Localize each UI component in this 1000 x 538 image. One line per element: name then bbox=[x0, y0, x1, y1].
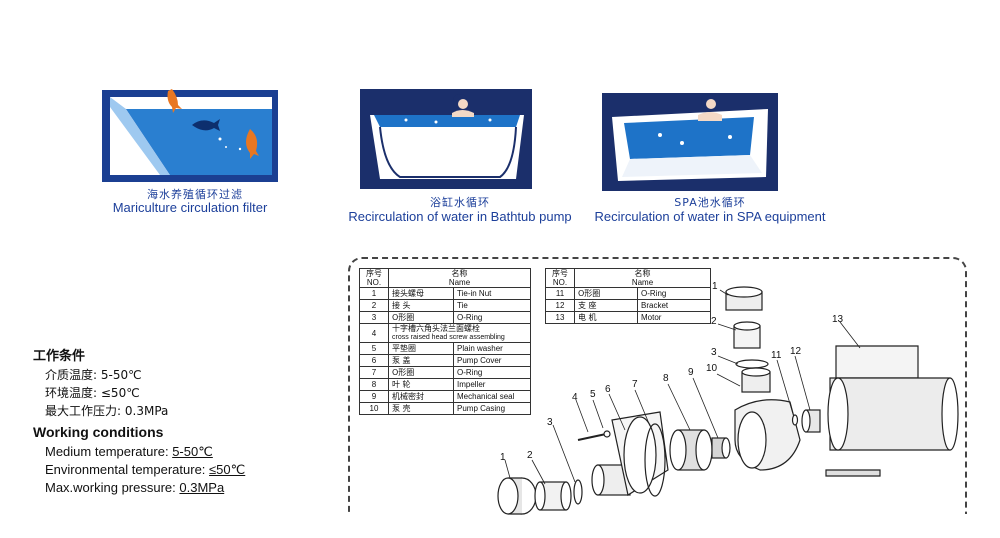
motor-part bbox=[825, 345, 959, 477]
o-ring-part bbox=[573, 479, 583, 505]
condition-label: Max.working pressure: bbox=[45, 480, 176, 495]
working-conditions-cn-title: 工作条件 bbox=[33, 349, 86, 364]
application-en-caption: Mariculture circulation filter bbox=[112, 200, 268, 215]
condition-en-env-temp: Environmental temperature: ≤50℃ bbox=[45, 461, 303, 478]
outlet-tie-part bbox=[733, 321, 761, 349]
spa-pool-icon bbox=[602, 93, 778, 191]
callout-label: 6 bbox=[605, 384, 611, 395]
callout-label: 2 bbox=[711, 316, 717, 327]
callout-label: 7 bbox=[632, 379, 638, 390]
working-conditions: 工作条件 介质温度: 5-50℃ 环境温度: ≤50℃ 最大工作压力: 0.3M… bbox=[33, 345, 303, 497]
condition-en-medium-temp: Medium temperature: 5-50℃ bbox=[45, 443, 303, 460]
application-cn-caption: SPA池水循环 bbox=[674, 196, 746, 209]
pump-casing-part bbox=[734, 367, 801, 471]
callout-label: 3 bbox=[711, 347, 717, 358]
condition-cn-max-pressure: 最大工作压力: 0.3MPa bbox=[45, 404, 303, 419]
mechanical-seal-part bbox=[711, 437, 731, 459]
tie-part bbox=[534, 481, 572, 511]
callout-label: 4 bbox=[572, 392, 578, 403]
outlet-o-ring-part bbox=[735, 359, 769, 369]
condition-cn-medium-temp: 介质温度: 5-50℃ bbox=[45, 368, 303, 383]
callout-label: 9 bbox=[688, 367, 694, 378]
outlet-nut-part bbox=[725, 286, 763, 311]
condition-value: 0.3MPa bbox=[124, 404, 169, 418]
application-card-mariculture: 海水养殖循环过滤 Mariculture circulation filter bbox=[100, 87, 290, 215]
application-card-spa: SPA池水循环 Recirculation of water in SPA eq… bbox=[590, 87, 830, 224]
washer-part bbox=[603, 430, 611, 438]
bathtub-icon bbox=[360, 89, 532, 189]
application-en-caption: Recirculation of water in SPA equipment bbox=[594, 209, 826, 224]
callout-label: 11 bbox=[771, 350, 782, 361]
condition-value: 0.3MPa bbox=[179, 480, 225, 495]
condition-value: 5-50℃ bbox=[172, 444, 213, 459]
working-conditions-en-title: Working conditions bbox=[33, 424, 164, 440]
application-cn-caption: 海水养殖循环过滤 bbox=[147, 188, 243, 201]
o-ring-small-part bbox=[791, 414, 799, 426]
callout-label: 2 bbox=[527, 450, 533, 461]
condition-cn-env-temp: 环境温度: ≤50℃ bbox=[45, 386, 303, 401]
callout-label: 3 bbox=[547, 417, 553, 428]
callout-label: 5 bbox=[590, 389, 596, 400]
condition-label: Environmental temperature: bbox=[45, 462, 206, 477]
tie-in-nut-part bbox=[497, 477, 537, 515]
condition-value: ≤50℃ bbox=[100, 386, 140, 400]
leader-lines bbox=[504, 289, 861, 485]
bracket-part bbox=[801, 409, 821, 433]
condition-label: Medium temperature: bbox=[45, 444, 169, 459]
part-name-cn: 十字槽六角头法兰面螺栓 bbox=[392, 324, 480, 333]
big-o-ring-part bbox=[644, 423, 666, 497]
condition-en-max-pressure: Max.working pressure: 0.3MPa bbox=[45, 479, 303, 496]
mariculture-pool-icon bbox=[102, 89, 278, 182]
application-cn-caption: 浴缸水循环 bbox=[430, 196, 490, 209]
condition-label: 介质温度: bbox=[45, 368, 98, 382]
application-card-bathtub: 浴缸水循环 Recirculation of water in Bathtub … bbox=[340, 87, 580, 224]
callout-label: 10 bbox=[706, 363, 718, 374]
pump-cover-part bbox=[591, 411, 669, 496]
condition-value: 5-50℃ bbox=[100, 368, 142, 382]
callout-label: 13 bbox=[832, 314, 844, 325]
callout-label: 12 bbox=[790, 346, 802, 357]
condition-value: ≤50℃ bbox=[209, 462, 246, 477]
condition-label: 环境温度: bbox=[45, 386, 98, 400]
callout-label: 8 bbox=[663, 373, 669, 384]
application-en-caption: Recirculation of water in Bathtub pump bbox=[348, 209, 572, 224]
exploded-view-frame bbox=[348, 257, 967, 514]
condition-label: 最大工作压力: bbox=[45, 404, 122, 418]
callout-label: 1 bbox=[500, 452, 506, 463]
impeller-part bbox=[669, 429, 713, 471]
screw-part bbox=[577, 433, 607, 441]
part-name-en: cross raised head screw assembling bbox=[392, 334, 505, 341]
callout-label: 1 bbox=[712, 281, 718, 292]
